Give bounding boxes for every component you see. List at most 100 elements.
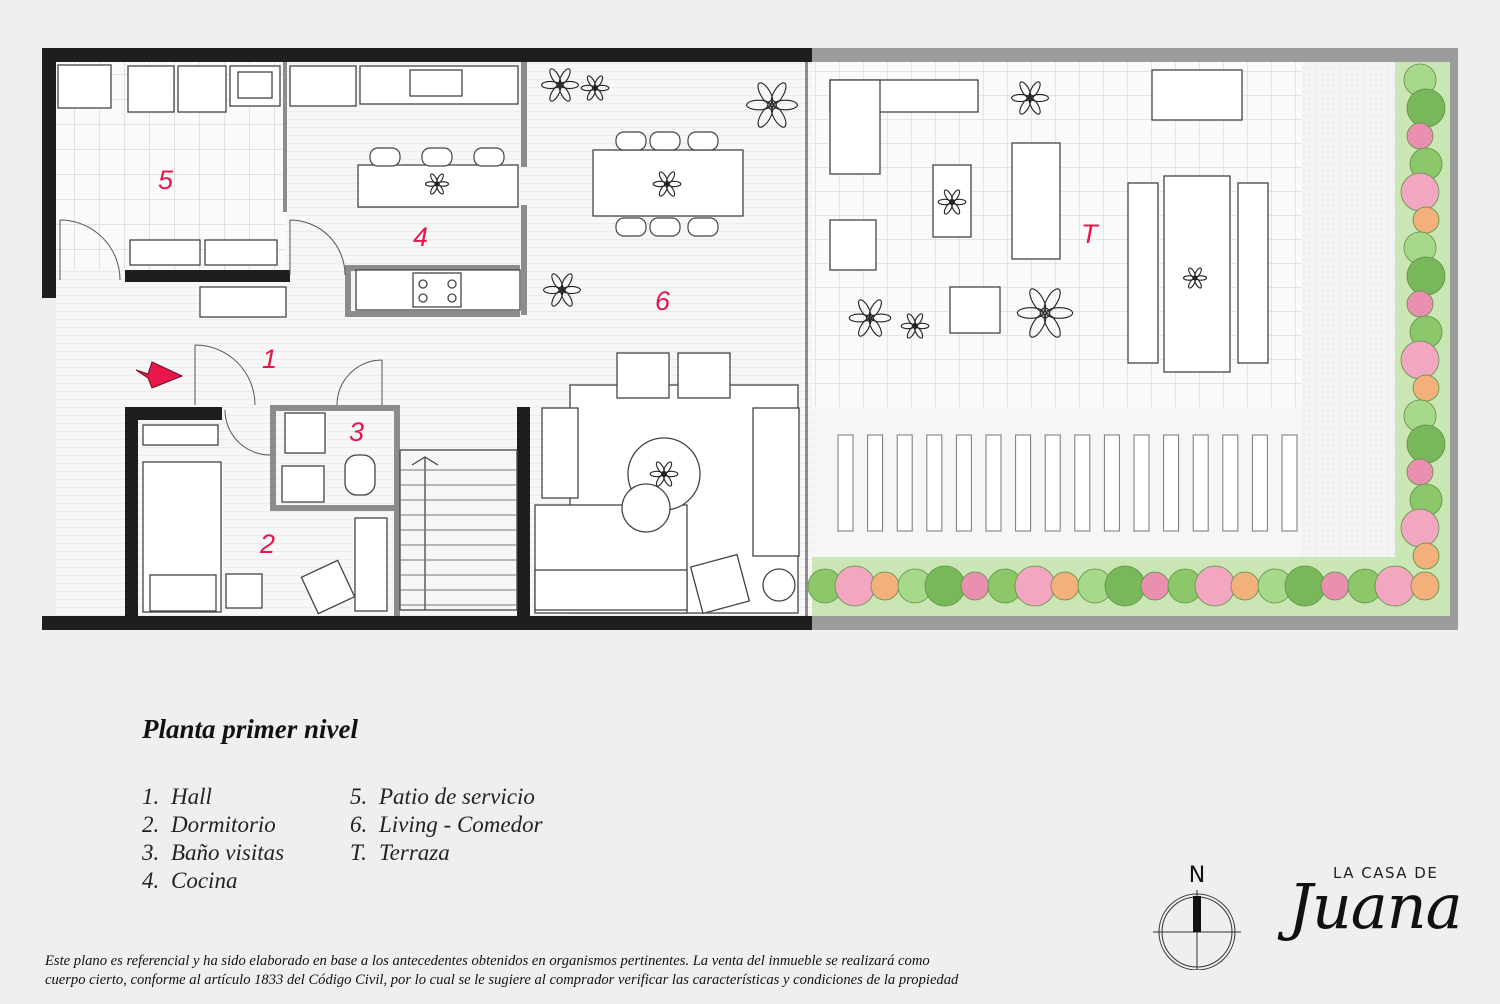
garden-plant [870, 571, 900, 601]
deck-slat [1133, 434, 1150, 532]
deck-slat [985, 434, 1002, 532]
chair [615, 217, 647, 237]
garden-plant [1406, 458, 1434, 486]
north-compass-icon: N [1153, 863, 1241, 970]
brand-logo-text: LA CASA DE [1333, 864, 1439, 882]
plant-icon [424, 173, 450, 195]
walls [42, 48, 812, 630]
garden-plant [1104, 565, 1146, 607]
floor-plan: 1 2 3 4 5 6 T [42, 48, 1458, 630]
plant-icon [848, 299, 892, 337]
garden-plant [1412, 374, 1440, 402]
plant-icon [649, 461, 679, 487]
garden-plant [1400, 172, 1440, 212]
garden-plant [1140, 571, 1170, 601]
plant-icon [541, 68, 579, 102]
chair [649, 131, 681, 151]
room-label-living: 6 [655, 286, 671, 316]
plant-icon [746, 82, 798, 128]
garden-plant [924, 565, 966, 607]
garden-plant [1284, 565, 1326, 607]
deck-slat [1192, 434, 1209, 532]
chair [421, 147, 453, 167]
plant-icon [1011, 81, 1049, 115]
svg-text:N: N [1189, 863, 1205, 888]
room-label-bano: 3 [349, 417, 364, 447]
garden [807, 62, 1450, 616]
garden-plant [1406, 290, 1434, 318]
garden-plant [1400, 340, 1440, 380]
legend-item: 6.Living - Comedor [350, 812, 543, 837]
room-label-terraza: T [1081, 219, 1100, 249]
legend-item: 5.Patio de servicio [350, 784, 535, 809]
room-label-cocina: 4 [413, 222, 428, 252]
deck-slat [926, 434, 943, 532]
garden-plant [1410, 571, 1440, 601]
deck-slat [1103, 434, 1120, 532]
deck-slat [1015, 434, 1032, 532]
garden-plant [1412, 206, 1440, 234]
chair [687, 217, 719, 237]
room-label-patio: 5 [158, 165, 174, 195]
deck-slats [837, 434, 1298, 532]
deck-slat [837, 434, 854, 532]
brand-logo-script: Juana [1288, 870, 1463, 943]
plant-icon [580, 75, 610, 101]
garden-plant [960, 571, 990, 601]
legend-col-1: 1.Hall 2.Dormitorio 3.Baño visitas 4.Coc… [142, 783, 284, 895]
room-label-hall: 1 [262, 344, 277, 374]
chairs [369, 131, 719, 237]
entrance-arrow-icon [135, 361, 184, 389]
deck-slat [1074, 434, 1091, 532]
plant-icon [937, 189, 967, 215]
deck-slat [867, 434, 884, 532]
chair [615, 131, 647, 151]
garden-plant [1412, 542, 1440, 570]
partitions [270, 62, 808, 616]
garden-plant [1230, 571, 1260, 601]
legend-item: 1.Hall [142, 784, 212, 809]
plant-icon [1016, 288, 1074, 338]
legend-col-2: 5.Patio de servicio 6.Living - Comedor T… [350, 783, 543, 867]
legend-item: 2.Dormitorio [142, 812, 276, 837]
room-labels: 1 2 3 4 5 6 T [158, 165, 1100, 559]
deck-slat [1281, 434, 1298, 532]
legend-item: 4.Cocina [142, 868, 238, 893]
gravel-strip [1302, 62, 1395, 557]
garden-plant [1406, 256, 1446, 296]
chair [473, 147, 505, 167]
deck-slat [955, 434, 972, 532]
deck-slat [1251, 434, 1268, 532]
plant-icon [1182, 267, 1208, 289]
page-title: Planta primer nivel [142, 714, 358, 744]
garden-plant [1406, 424, 1446, 464]
plant-icon [652, 171, 682, 197]
deck-slat [896, 434, 913, 532]
terrace-walls [812, 48, 1458, 630]
deck-slat [1044, 434, 1061, 532]
legend-item: 3.Baño visitas [142, 840, 285, 865]
garden-plant [1050, 571, 1080, 601]
garden-plant [1400, 508, 1440, 548]
stair-steps [400, 469, 517, 606]
deck-slat [1222, 434, 1239, 532]
deck-slat [1163, 434, 1180, 532]
disclaimer: Este plano es referencial y ha sido elab… [45, 953, 959, 988]
garden-plant [1374, 565, 1416, 607]
chair [687, 131, 719, 151]
garden-plant [1014, 565, 1056, 607]
doors [59, 219, 383, 456]
garden-plant [1194, 565, 1236, 607]
furniture [57, 64, 1269, 615]
plant-icon [900, 313, 930, 339]
chair [649, 217, 681, 237]
room-label-dormitorio: 2 [259, 529, 275, 559]
legend-item: T.Terraza [350, 840, 450, 865]
plant-icon [543, 273, 581, 307]
indoor-plants [424, 68, 1208, 487]
garden-plant [1406, 88, 1446, 128]
garden-plant [1406, 122, 1434, 150]
garden-plant [834, 565, 876, 607]
chair [369, 147, 401, 167]
garden-plant [1320, 571, 1350, 601]
